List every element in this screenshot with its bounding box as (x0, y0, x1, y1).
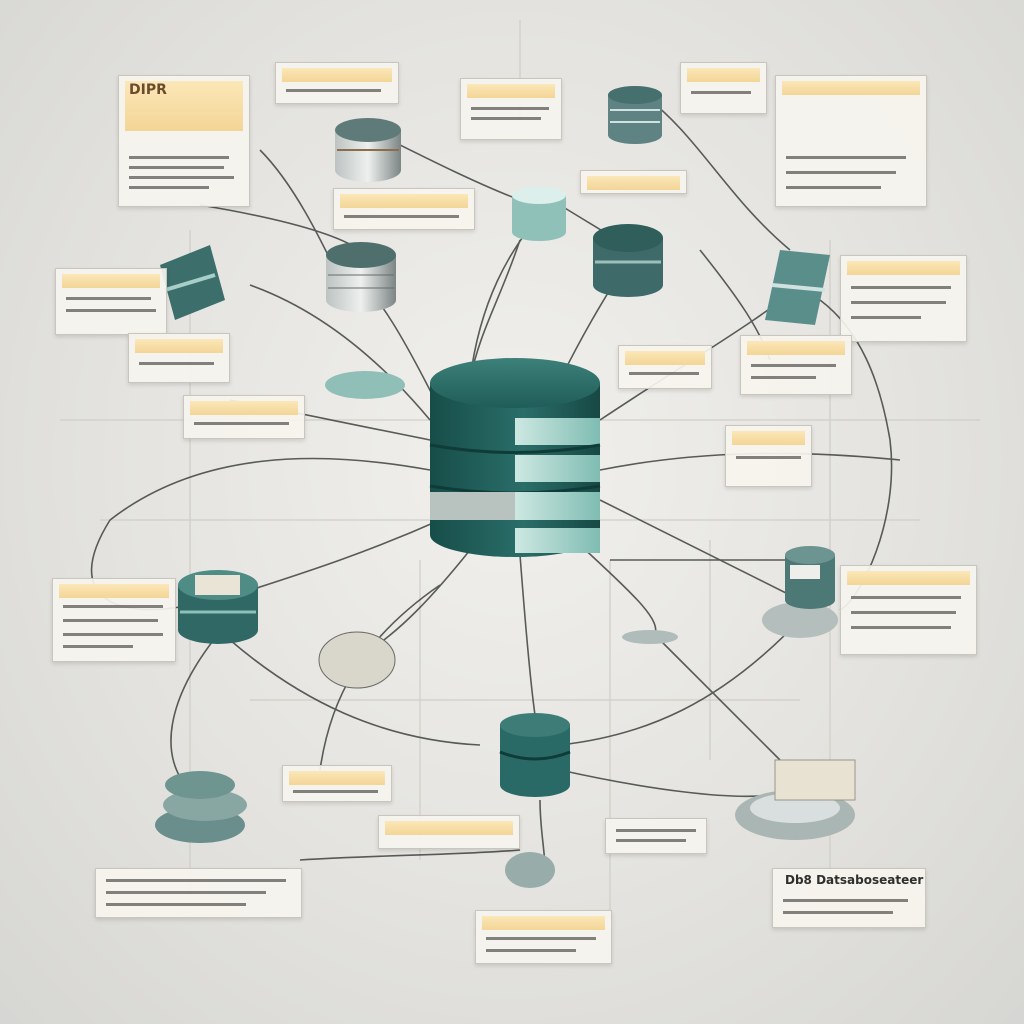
info-card (740, 335, 852, 395)
small-disk-icon (318, 371, 678, 888)
card-header (732, 431, 805, 445)
card-header (625, 351, 705, 365)
card-header (847, 571, 970, 585)
right-disk-icon (765, 250, 830, 325)
card-header (747, 341, 845, 355)
card-header (289, 771, 385, 785)
storage-right-icon (735, 759, 856, 840)
db-top-center-icon (326, 242, 396, 312)
central-database-icon (429, 358, 601, 557)
info-card (580, 170, 687, 194)
card-header (482, 916, 605, 930)
db-left-mid-icon (178, 570, 258, 644)
left-disk-icon (160, 245, 225, 320)
info-card (460, 78, 562, 140)
info-card: Db8 Datsaboseateer (772, 868, 926, 928)
info-card (680, 62, 767, 114)
info-card (378, 815, 520, 849)
card-header (135, 339, 223, 353)
card-header (62, 274, 160, 288)
card-header (385, 821, 513, 835)
info-card (775, 75, 927, 207)
card-header (782, 81, 920, 95)
info-card (475, 910, 612, 964)
info-card (282, 765, 392, 802)
card-header (282, 68, 392, 82)
card-header (340, 194, 468, 208)
info-card (725, 425, 812, 487)
info-card (55, 268, 167, 335)
card-header (59, 584, 169, 598)
storage-left-icon (155, 771, 247, 843)
info-card (840, 565, 977, 655)
info-card (618, 345, 712, 389)
info-card: DIPR (118, 75, 250, 207)
info-card (95, 868, 302, 918)
card-header (847, 261, 960, 275)
card-header (587, 176, 680, 190)
db-top-right-icon (593, 224, 663, 297)
card-header (190, 401, 298, 415)
info-card (605, 818, 707, 854)
info-card (333, 188, 475, 230)
db-top-left-icon (335, 118, 401, 182)
db-top-small-icon (608, 86, 662, 144)
card-header: DIPR (125, 81, 243, 131)
info-card (840, 255, 967, 342)
info-card (275, 62, 399, 104)
card-title: Db8 Datsaboseateer (785, 873, 924, 887)
db-right-mid-icon (762, 546, 838, 638)
db-middle-small-icon (512, 186, 566, 241)
info-card (183, 395, 305, 439)
db-bottom-center-icon (499, 713, 571, 797)
info-card (52, 578, 176, 662)
info-card (128, 333, 230, 383)
card-header (687, 68, 760, 82)
card-header (467, 84, 555, 98)
